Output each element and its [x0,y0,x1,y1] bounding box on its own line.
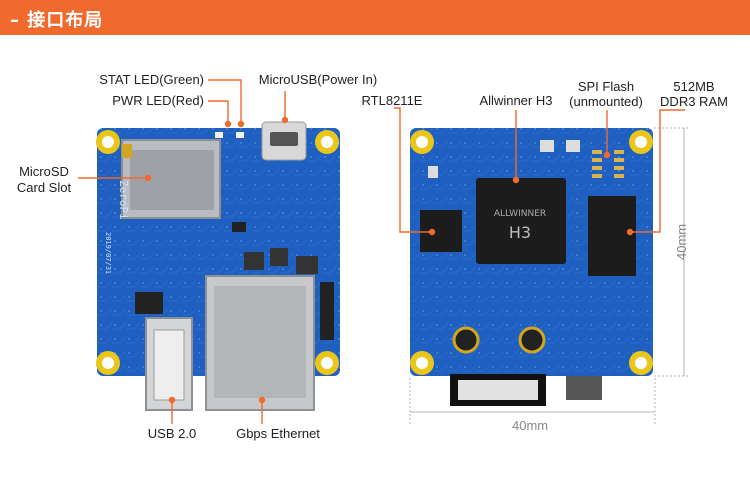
rtl8211e-chip [420,210,462,252]
height-dimension-label: 40mm [674,223,689,260]
dimension-lines [409,127,690,426]
pwr-led [236,132,244,138]
stat-led [215,132,223,138]
soc-model-text: H3 [509,223,531,242]
right-board: ALLWINNER H3 [410,128,653,406]
left-board: ZeroPi 2019/07/31 [96,121,340,411]
spi-flash-label-line1: SPI Flash [577,79,635,94]
soc-brand-text: ALLWINNER [494,209,546,219]
ram-label-line2: DDR3 RAM [660,94,728,109]
board-date-silkscreen: 2019/07/31 [104,232,112,274]
section-title: – 接口布局 [10,10,104,31]
bottom-usb [566,376,602,400]
spi-flash-label-line2: (unmounted) [569,94,643,109]
section-header: – 接口布局 [0,0,750,35]
width-dimension-label: 40mm [512,418,549,433]
pin-header [320,282,334,340]
stat-led-label: STAT LED(Green) [99,72,204,87]
rtl8211e-label: RTL8211E [361,93,423,108]
ram-label-line1: 512MB [673,79,715,94]
microsd-label-line1: MicroSD [19,164,69,179]
h3-soc [476,178,566,264]
chip-small [135,292,163,314]
pwr-led-label: PWR LED(Red) [112,93,204,108]
spi-flash-footprint [592,150,624,178]
microsd-label-line2: Card Slot [16,180,72,195]
mounting-hole-icon [410,130,653,375]
usb-label: USB 2.0 [147,426,197,441]
mounting-hole-icon [96,130,339,375]
microusb-label: MicroUSB(Power In) [258,72,378,87]
ethernet-label: Gbps Ethernet [236,426,320,441]
ddr3-ram-chip [588,196,636,276]
board-name-silkscreen: ZeroPi [117,180,130,220]
allwinner-label: Allwinner H3 [479,93,553,108]
leader-lines [78,79,685,424]
